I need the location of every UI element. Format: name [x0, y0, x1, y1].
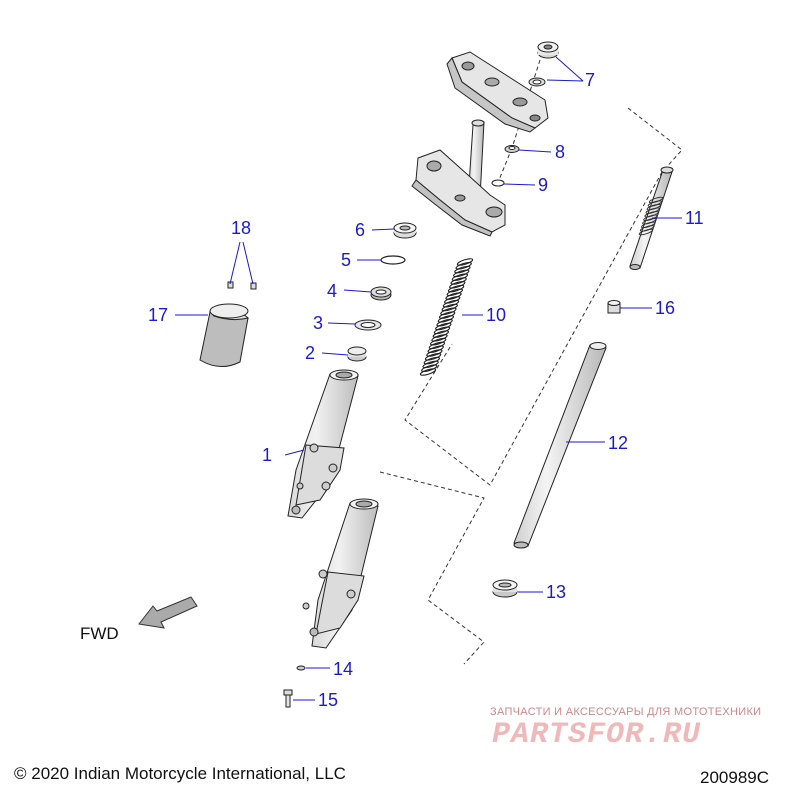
callout-4: 4 [327, 281, 338, 301]
part-7-nut-washer [528, 41, 559, 87]
part-5-clip [380, 255, 406, 265]
part-14-pin [296, 665, 306, 671]
callout-14: 14 [333, 659, 354, 679]
copyright-notice: © 2020 Indian Motorcycle International, … [14, 764, 346, 783]
forward-arrow-icon [138, 596, 198, 629]
part-2-bushing [347, 346, 367, 362]
forward-direction-label: FWD [80, 624, 119, 643]
watermark-tagline: ЗАПЧАСТИ И АКСЕССУАРЫ ДЛЯ МОТОТЕХНИКИ [490, 706, 762, 718]
part-16-bushing [607, 300, 621, 314]
part-8-bearing [504, 145, 520, 153]
part-12-fork-tube [513, 342, 607, 549]
part-1-fork-leg [287, 369, 359, 519]
part-18-screws [227, 281, 257, 290]
fork-leg-left [302, 498, 379, 649]
part-9-ring [491, 179, 505, 187]
callout-5: 5 [341, 250, 352, 270]
part-17-fork-guard [199, 303, 250, 367]
part-3-washer [354, 319, 382, 331]
callout-8: 8 [555, 142, 566, 162]
part-6-cap [393, 222, 417, 239]
callout-6: 6 [355, 220, 366, 240]
watermark-brand: PARTSFOR.RU [492, 718, 702, 752]
figure-id: 200989C [700, 768, 770, 787]
callout-3: 3 [313, 313, 324, 333]
part-11-damper-cartridge [629, 166, 674, 270]
assembly-dashed-lines [379, 59, 683, 665]
upper-triple-clamp [446, 51, 549, 133]
callout-1: 1 [262, 445, 273, 465]
callout-11: 11 [685, 208, 704, 228]
callout-2: 2 [305, 343, 316, 363]
callout-leader-lines [175, 56, 682, 701]
part-10-fork-spring [419, 258, 474, 376]
callout-15: 15 [318, 690, 339, 710]
lower-triple-clamp [411, 119, 506, 237]
part-15-bolt [283, 689, 293, 708]
callout-10: 10 [486, 305, 507, 325]
part-4-seal [370, 286, 392, 301]
callout-9: 9 [538, 175, 549, 195]
part-13-seal [492, 579, 518, 598]
callout-17: 17 [148, 305, 169, 325]
callout-7: 7 [585, 70, 596, 90]
callout-12: 12 [608, 433, 629, 453]
callout-18: 18 [231, 218, 252, 238]
callout-13: 13 [546, 582, 567, 602]
callout-16: 16 [655, 298, 676, 318]
